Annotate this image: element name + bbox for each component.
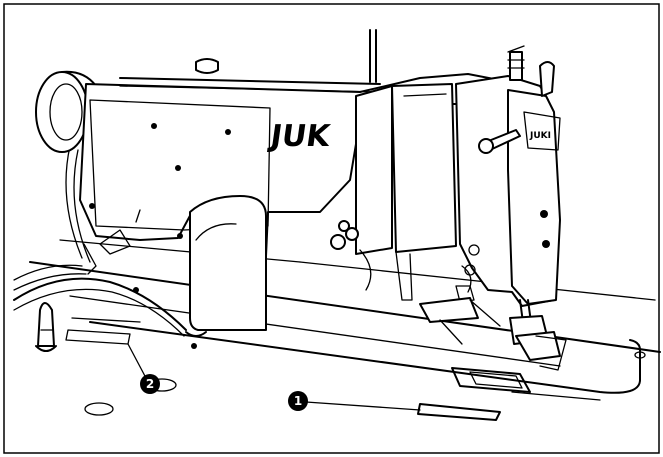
callout-2: 2: [127, 343, 160, 394]
cables: [13, 145, 187, 337]
machine-arm: [35, 29, 521, 349]
needle-area: [419, 265, 567, 371]
callout-2-label: 2: [146, 377, 154, 391]
callout-1: 1: [288, 391, 421, 411]
thread-guard: [330, 83, 457, 301]
arm-logo: JUK: [266, 119, 333, 154]
machine-head: JUKI: [455, 45, 561, 307]
spool-pin: [35, 302, 57, 352]
figure-frame: [3, 3, 660, 454]
face-logo: JUKI: [529, 131, 551, 141]
machine-table: [29, 239, 661, 421]
callout-1-label: 1: [294, 394, 302, 408]
